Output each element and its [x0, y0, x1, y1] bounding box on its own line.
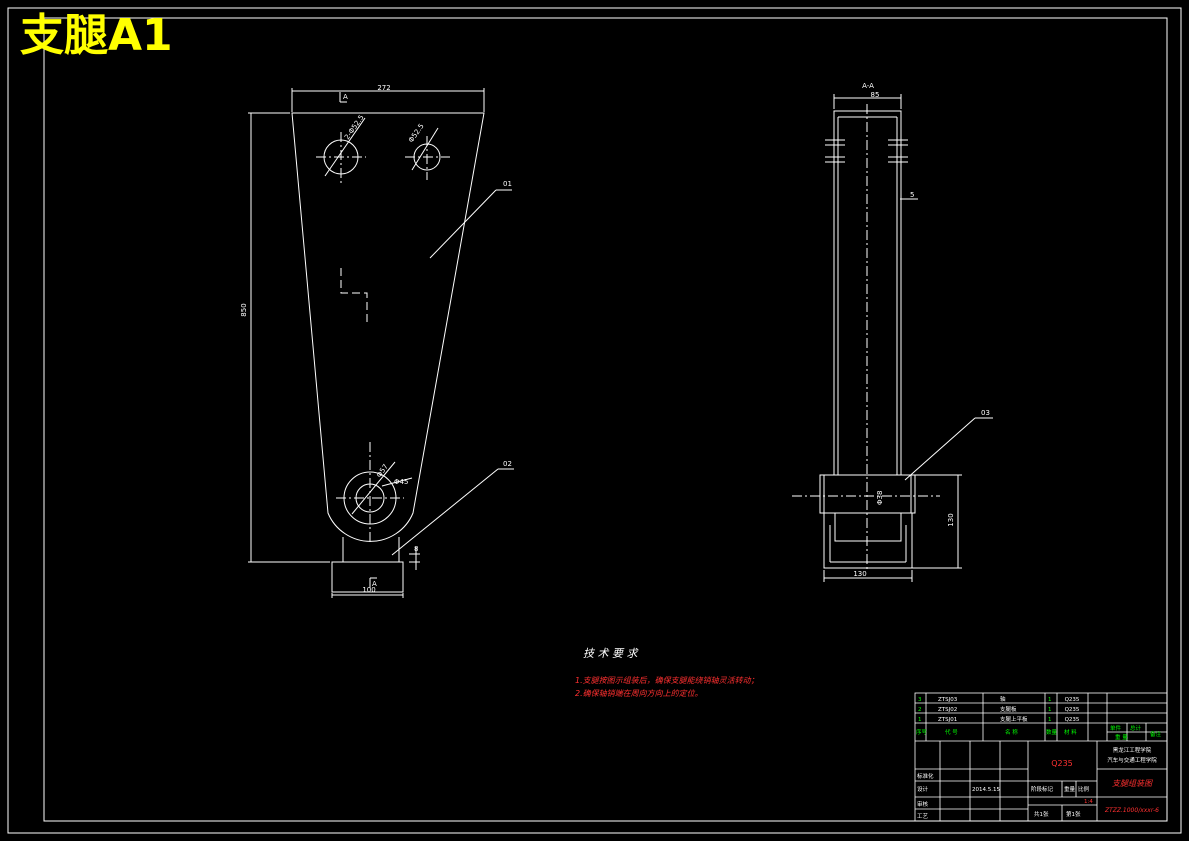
scale-value: 1:4: [1084, 799, 1093, 805]
label-checker: 审核: [917, 800, 929, 808]
callout-01: 01: [503, 180, 512, 188]
dim-section-side: 5: [910, 191, 914, 199]
label-standard: 标准化: [917, 772, 934, 780]
bom-qty-2: 1: [1048, 707, 1052, 713]
label-sheet-no: 第1张: [1066, 810, 1081, 818]
bom-code-3: ZTSJ03: [938, 697, 958, 703]
drawing-name: 支腿组装图: [1112, 779, 1153, 788]
front-view: [248, 88, 514, 598]
dim-small-gap: 8: [414, 545, 418, 553]
drawing-title-overlay: 支腿A1: [20, 10, 173, 61]
bom-code-1: ZTSJ01: [938, 717, 957, 723]
callout-02: 02: [503, 460, 512, 468]
bom-name-2: 支腿板: [1000, 705, 1017, 713]
dim-hub-height: 130: [947, 513, 955, 526]
label-scale: 比例: [1078, 785, 1090, 793]
dim-bore: Φ38: [876, 491, 884, 505]
inner-border: [43, 17, 1168, 822]
bom-head-no: 序号: [916, 728, 928, 736]
material-label: Q235: [1051, 759, 1073, 768]
bom-no-1: 1: [918, 717, 922, 723]
dim-base-width: 100: [362, 586, 375, 594]
bom-code-2: ZTSJ02: [938, 707, 957, 713]
title-block: [914, 692, 1168, 822]
label-weight: 重量: [1064, 785, 1076, 793]
bom-head-total: 总计: [1130, 724, 1142, 732]
label-designer: 设计: [917, 785, 929, 793]
bom-no-2: 2: [918, 707, 922, 713]
bom-qty-1: 1: [1048, 717, 1052, 723]
section-view: [792, 94, 993, 582]
dim-top-width: 272: [377, 84, 390, 92]
bom-head-material: 材 料: [1064, 728, 1077, 736]
callout-03: 03: [981, 409, 990, 417]
section-view-labels: A-A 85 5 130 130 Φ38 03: [853, 82, 990, 578]
tech-item-2: 2.确保轴销端在周向方向上的定位。: [575, 689, 703, 698]
label-stage: 阶段标记: [1031, 785, 1054, 793]
bom-head-code: 代 号: [945, 728, 958, 736]
bom-mat-1: Q235: [1065, 717, 1080, 723]
section-mark-top: A: [343, 93, 348, 101]
bom-head-name: 名 称: [1005, 728, 1018, 736]
section-mark-bottom: A: [372, 580, 377, 588]
tech-title: 技 术 要 求: [583, 647, 639, 660]
bom-head-remark: 备注: [1150, 730, 1162, 738]
bom-mat-3: Q235: [1065, 697, 1080, 703]
bom-qty-3: 1: [1048, 697, 1052, 703]
bom-no-3: 3: [918, 697, 922, 703]
bom-name-1: 支腿上平板: [1000, 715, 1028, 723]
label-process: 工艺: [917, 813, 929, 820]
label-date: 2014.5.15: [972, 787, 1000, 793]
section-title: A-A: [862, 82, 874, 90]
bom-head-unit: 单件: [1110, 724, 1122, 732]
bom-head-weight: 重 量: [1115, 733, 1128, 741]
school-line-2: 汽车与交通工程学院: [1107, 756, 1157, 764]
bom-name-3: 轴: [1000, 695, 1006, 703]
drawing-code: ZTZZ.1000/xxxr-6: [1104, 807, 1159, 814]
dim-section-top: 85: [871, 91, 880, 99]
bom-mat-2: Q235: [1065, 707, 1080, 713]
tech-item-1: 1.支腿按图示组装后，确保支腿能绕销轴灵活转动；: [575, 676, 759, 685]
dim-section-base: 130: [853, 570, 866, 578]
title-block-text: 3 ZTSJ03 轴 1 Q235 2 ZTSJ02 支腿板 1 Q235 1 …: [916, 695, 1162, 820]
label-sheets-total: 共1张: [1034, 810, 1049, 818]
tech-requirements: 技 术 要 求 1.支腿按图示组装后，确保支腿能绕销轴灵活转动； 2.确保轴销端…: [575, 647, 759, 698]
pin-label-2: Φ45: [394, 478, 408, 486]
dim-height: 850: [240, 303, 248, 316]
bom-head-qty: 数量: [1046, 728, 1058, 736]
school-line-1: 黑龙江工程学院: [1113, 746, 1152, 754]
outer-border: [7, 7, 1182, 834]
